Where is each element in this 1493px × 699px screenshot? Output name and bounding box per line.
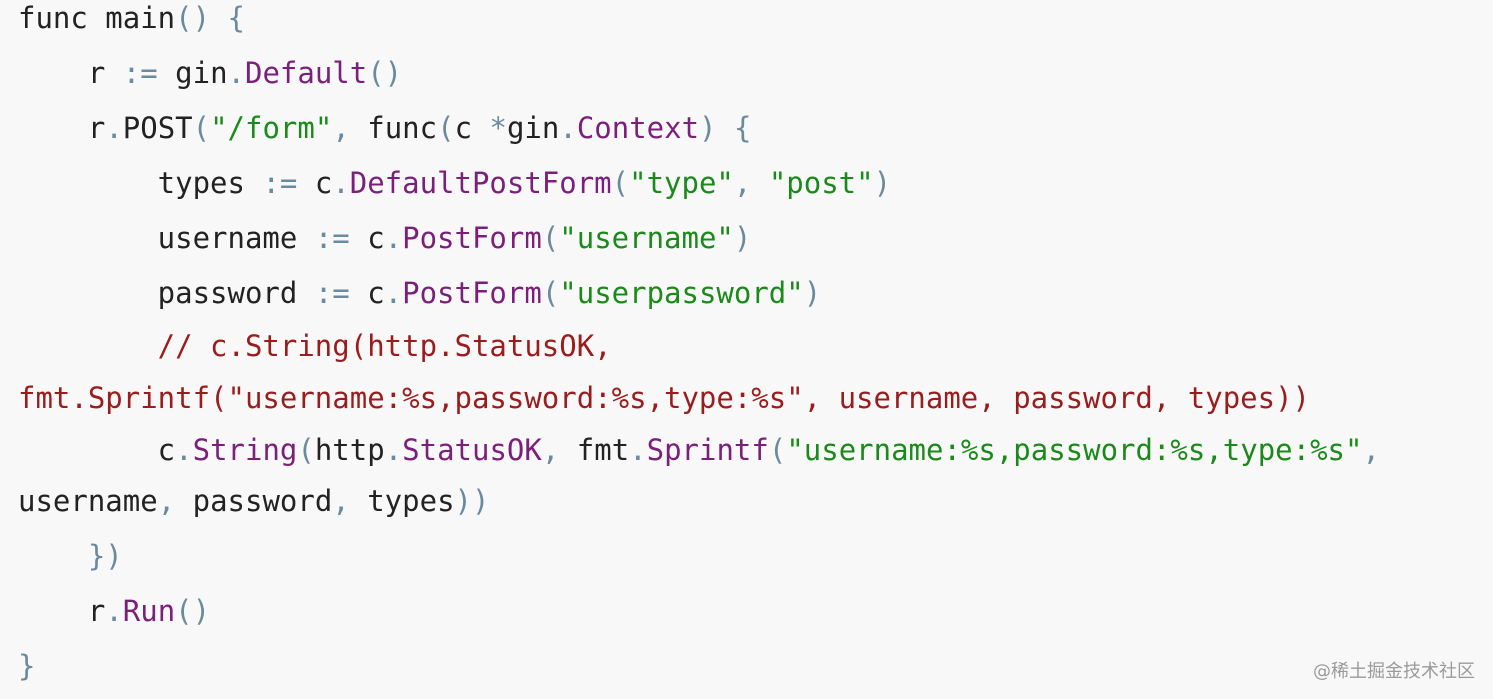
code-line: fmt.Sprintf("username:%s,password:%s,typ… [18,380,1310,416]
code-token [717,111,734,145]
code-token: , [733,166,752,200]
code-line: }) [18,538,123,574]
code-token: . [384,221,403,255]
code-token: () [175,594,211,628]
code-token: ( [541,221,560,255]
code-line: types := c.DefaultPostForm("type", "post… [18,165,891,201]
code-token: Default [245,56,368,90]
code-token: ( [541,276,560,310]
code-line: // c.String(http.StatusOK, [18,328,612,364]
code-token: username [18,221,315,255]
code-token: , [541,433,560,467]
code-token: := [314,276,350,310]
code-token [18,539,88,573]
code-token: := [314,221,350,255]
code-token: "type" [629,166,734,200]
code-token: . [105,111,123,145]
code-token [210,1,227,35]
code-token: () [367,56,403,90]
code-token: fmt [559,433,630,467]
code-token: c [297,166,333,200]
code-token: , [332,484,350,518]
code-token: := [262,166,298,200]
code-token: c [18,433,176,467]
code-token: r [18,111,106,145]
code-token: // c.String(http.StatusOK, [18,329,612,363]
code-token: . [332,166,350,200]
code-token: . [227,56,245,90]
code-token: . [105,594,123,628]
code-token: main [87,1,176,35]
code-line: password := c.PostForm("userpassword") [18,275,822,311]
code-token: c [349,221,385,255]
code-token: ( [297,433,315,467]
code-line: username := c.PostForm("username") [18,220,752,256]
code-token: gin [157,56,228,90]
code-token: username [18,484,158,518]
code-token: , [332,111,350,145]
code-token: ) [733,221,752,255]
code-token: PostForm [402,221,542,255]
code-token: ) [803,276,822,310]
code-token: * [489,111,507,145]
code-token: c [349,276,385,310]
code-token: }) [87,539,123,573]
code-token: , [1362,433,1380,467]
code-token: Sprintf [646,433,769,467]
code-token: r [18,594,106,628]
code-token: "userpassword" [559,276,804,310]
code-token: ( [611,166,630,200]
code-token: ( [192,111,211,145]
code-token: . [384,433,403,467]
code-token: Run [122,594,176,628]
code-line: r.Run() [18,593,210,629]
code-line: r.POST("/form", func(c *gin.Context) { [18,110,752,146]
code-token: String [192,433,298,467]
code-token: )) [454,484,490,518]
code-token: . [175,433,193,467]
code-token: PostForm [402,276,542,310]
code-token: ( [437,111,455,145]
code-token: "username:%s,password:%s,type:%s" [786,433,1363,467]
code-token [751,166,768,200]
code-token: . [559,111,577,145]
code-token: ( [768,433,787,467]
code-line: r := gin.Default() [18,55,402,91]
code-token: StatusOK [402,433,542,467]
code-token: "post" [768,166,874,200]
code-token: "/form" [210,111,333,145]
code-token: fmt.Sprintf("username:%s,password:%s,typ… [18,381,1311,415]
code-token: func [18,1,88,35]
code-token: . [384,276,403,310]
code-token: http [314,433,385,467]
code-token: password [18,276,315,310]
code-token: "username" [559,221,734,255]
code-line: c.String(http.StatusOK, fmt.Sprintf("use… [18,432,1380,468]
code-token: gin [506,111,560,145]
code-token: ) [699,111,717,145]
code-token: func [349,111,438,145]
code-line: func main() { [18,0,245,36]
code-token: () [175,1,211,35]
code-token: DefaultPostForm [349,166,612,200]
code-token: := [122,56,158,90]
watermark-text: @稀土掘金技术社区 [1313,661,1475,682]
code-token: , [157,484,176,518]
code-token: POST [122,111,193,145]
code-token: . [629,433,647,467]
code-line: username, password, types)) [18,483,489,519]
code-token: types [349,484,455,518]
code-token: r [18,56,123,90]
code-token: password [175,484,333,518]
code-line: } [18,648,35,684]
code-token: c [454,111,490,145]
code-token: { [227,1,246,35]
code-token: { [733,111,752,145]
code-token: Context [576,111,700,145]
code-token: ) [873,166,892,200]
code-token: } [18,649,36,683]
code-token: types [18,166,263,200]
